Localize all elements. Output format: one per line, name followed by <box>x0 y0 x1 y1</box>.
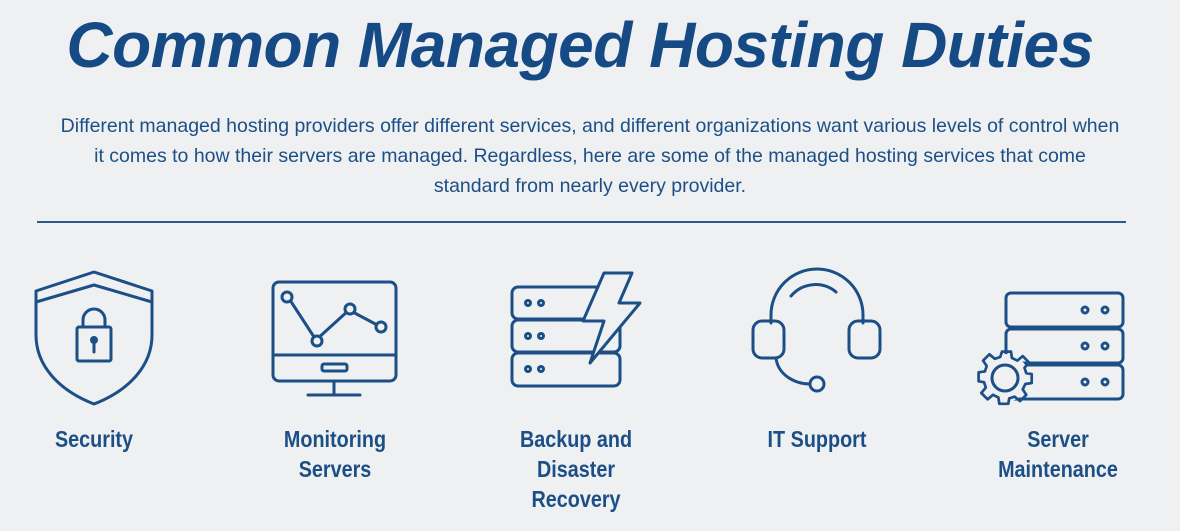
duty-label-text: Monitoring Servers <box>283 426 387 482</box>
server-lightning-icon <box>510 271 642 388</box>
divider <box>37 221 1126 223</box>
server-gear-icon <box>977 291 1125 406</box>
duty-label-it-support: IT Support <box>767 426 867 452</box>
duty-label-maintenance: Server Maintenance <box>955 424 1161 484</box>
duty-label-monitoring: Monitoring Servers <box>232 424 438 484</box>
intro-paragraph: Different managed hosting providers offe… <box>60 115 1120 197</box>
page-title: Common Managed Hosting Duties <box>66 9 1094 81</box>
monitor-chart-icon <box>271 280 398 397</box>
duty-label-security: Security <box>54 426 134 452</box>
duty-label-backup: Backup and Disaster Recovery <box>473 424 679 514</box>
shield-lock-icon <box>34 270 154 406</box>
duty-label-text: Server Maintenance <box>998 426 1118 482</box>
headset-icon <box>751 267 882 393</box>
duty-label-text: Backup and Disaster Recovery <box>519 426 633 512</box>
